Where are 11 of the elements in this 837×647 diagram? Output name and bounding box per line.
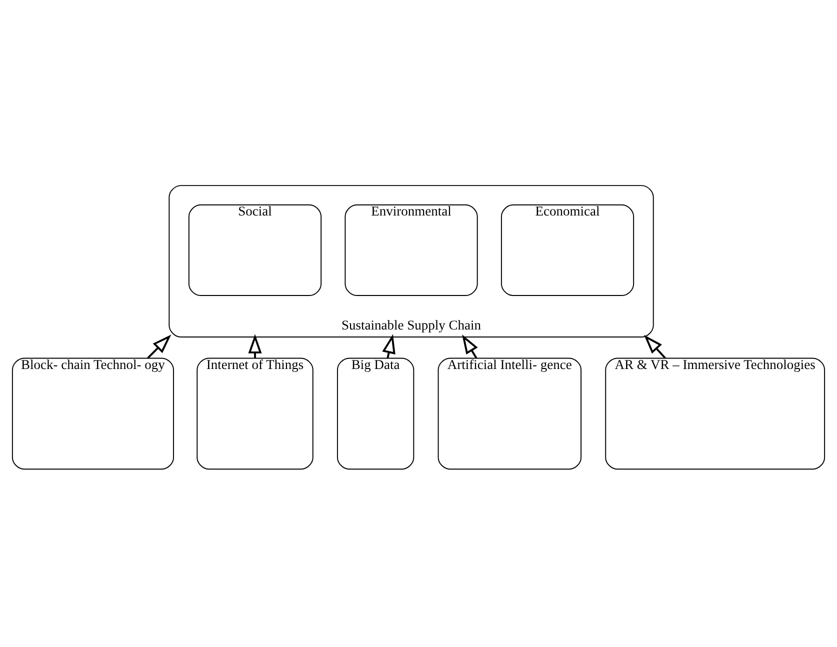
node-box: Artificial Intelli- gence <box>438 358 582 470</box>
node-box: Social <box>188 204 322 296</box>
node-box: Economical <box>500 204 634 296</box>
node-box: Environmental <box>344 204 478 296</box>
arrow <box>462 334 478 359</box>
node-box: Big Data <box>337 358 414 470</box>
node-box: Block- chain Technol- ogy <box>12 358 174 470</box>
node-box: AR & VR – Immersive Technologies <box>605 358 826 470</box>
node-box: Internet of Things <box>196 358 314 470</box>
arrow <box>644 334 666 359</box>
arrow <box>147 334 172 359</box>
